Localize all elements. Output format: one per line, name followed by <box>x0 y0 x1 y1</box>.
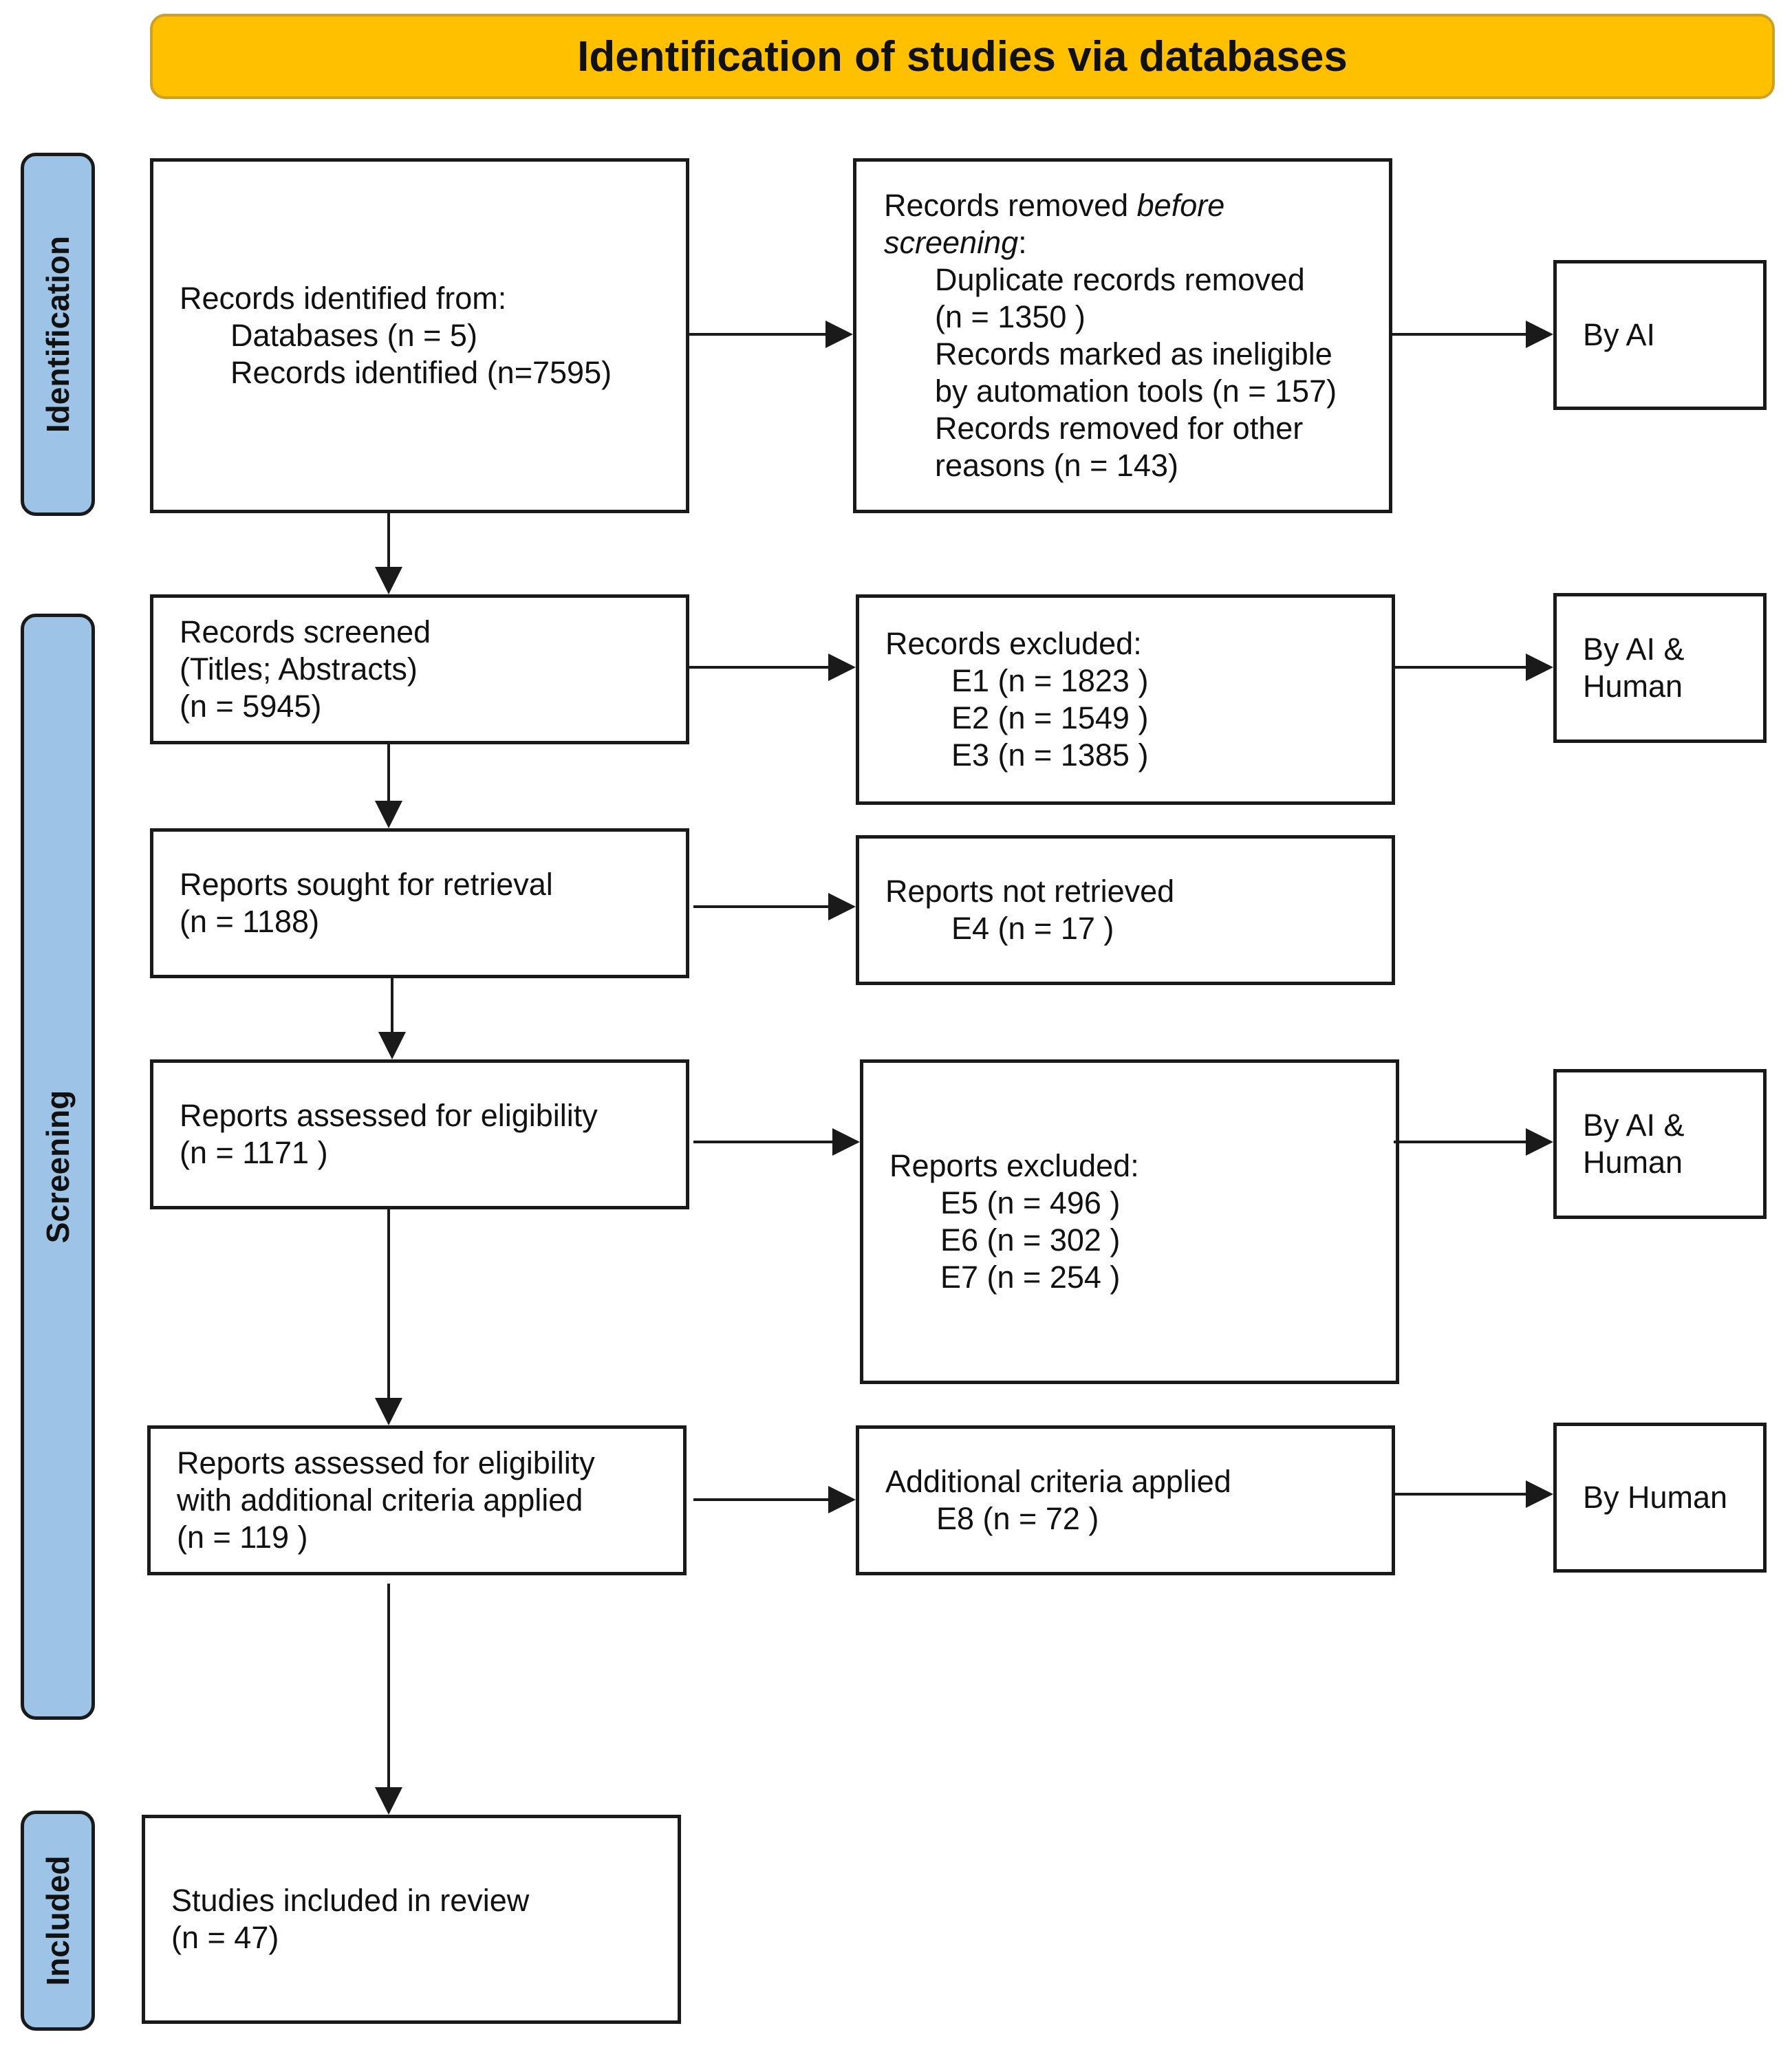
additional-criteria-heading: Additional criteria applied <box>885 1464 1231 1499</box>
reports-excluded-box: Reports excluded: E5 (n = 496 ) E6 (n = … <box>860 1059 1399 1384</box>
diagram-title: Identification of studies via databases <box>577 32 1348 80</box>
reports-assessed-additional-heading-cont: with additional criteria applied <box>177 1482 583 1518</box>
exclusion-e3: E3 (n = 1385 ) <box>951 737 1149 773</box>
reports-assessed-count: (n = 1171 ) <box>180 1135 328 1170</box>
exclusion-e8: E8 (n = 72 ) <box>936 1501 1099 1536</box>
records-screened-heading: Records screened <box>180 614 431 649</box>
reports-sought-box: Reports sought for retrieval (n = 1188) <box>150 828 689 978</box>
phase-identification: Identification <box>21 153 95 516</box>
records-excluded-box: Records excluded: E1 (n = 1823 ) E2 (n =… <box>856 594 1395 805</box>
records-removed-heading-cont: screening: <box>884 225 1027 260</box>
exclusion-e1: E1 (n = 1823 ) <box>951 663 1149 698</box>
reports-sought-heading: Reports sought for retrieval <box>180 867 553 902</box>
reports-assessed-additional-box: Reports assessed for eligibility with ad… <box>147 1425 687 1575</box>
records-screened-scope: (Titles; Abstracts) <box>180 651 418 687</box>
records-identified-heading: Records identified from: <box>180 281 507 316</box>
studies-included-heading: Studies included in review <box>171 1883 530 1918</box>
duplicates-count: (n = 1350 ) <box>935 299 1086 334</box>
ineligible-label: Records marked as ineligible <box>935 336 1332 371</box>
by-ai-human-label-1b: Human <box>1583 669 1683 704</box>
exclusion-e2: E2 (n = 1549 ) <box>951 700 1149 735</box>
diagram-title-banner: Identification of studies via databases <box>150 14 1775 99</box>
exclusion-e5: E5 (n = 496 ) <box>940 1185 1121 1220</box>
databases-count: Databases (n = 5) <box>230 318 477 353</box>
other-reasons-label: Records removed for other <box>935 411 1304 446</box>
records-identified-box: Records identified from: Databases (n = … <box>150 158 689 513</box>
by-human-box: By Human <box>1553 1423 1767 1573</box>
by-ai-human-label-2b: Human <box>1583 1145 1683 1180</box>
records-identified-count: Records identified (n=7595) <box>230 355 612 390</box>
records-removed-box: Records removed before screening: Duplic… <box>853 158 1392 513</box>
reports-not-retrieved-heading: Reports not retrieved <box>885 874 1175 909</box>
exclusion-e6: E6 (n = 302 ) <box>940 1222 1121 1258</box>
studies-included-count: (n = 47) <box>171 1920 279 1955</box>
by-ai-human-box-eligibility: By AI & Human <box>1553 1069 1767 1219</box>
other-reasons-count: reasons (n = 143) <box>935 448 1178 483</box>
studies-included-box: Studies included in review (n = 47) <box>142 1815 681 2024</box>
records-screened-count: (n = 5945) <box>180 689 322 724</box>
duplicates-label: Duplicate records removed <box>935 262 1305 297</box>
by-ai-label: By AI <box>1583 317 1656 352</box>
reports-assessed-heading: Reports assessed for eligibility <box>180 1098 598 1133</box>
phase-screening: Screening <box>21 614 95 1720</box>
additional-criteria-box: Additional criteria applied E8 (n = 72 ) <box>856 1425 1395 1575</box>
reports-assessed-additional-count: (n = 119 ) <box>177 1520 308 1555</box>
reports-assessed-additional-heading: Reports assessed for eligibility <box>177 1445 595 1480</box>
records-removed-heading: Records removed before <box>884 188 1225 223</box>
reports-not-retrieved-box: Reports not retrieved E4 (n = 17 ) <box>856 835 1395 985</box>
phase-included: Included <box>21 1811 95 2031</box>
by-ai-human-label-2a: By AI & <box>1583 1108 1685 1143</box>
reports-excluded-heading: Reports excluded: <box>889 1148 1139 1183</box>
exclusion-e7: E7 (n = 254 ) <box>940 1260 1121 1295</box>
by-ai-human-label-1a: By AI & <box>1583 632 1685 667</box>
reports-assessed-box: Reports assessed for eligibility (n = 11… <box>150 1059 689 1209</box>
records-screened-box: Records screened (Titles; Abstracts) (n … <box>150 594 689 744</box>
by-ai-box: By AI <box>1553 260 1767 410</box>
ineligible-count: by automation tools (n = 157) <box>935 374 1337 409</box>
by-human-label: By Human <box>1583 1480 1728 1515</box>
by-ai-human-box-screening: By AI & Human <box>1553 593 1767 743</box>
exclusion-e4: E4 (n = 17 ) <box>951 911 1114 946</box>
records-excluded-heading: Records excluded: <box>885 626 1142 661</box>
reports-sought-count: (n = 1188) <box>180 904 320 939</box>
